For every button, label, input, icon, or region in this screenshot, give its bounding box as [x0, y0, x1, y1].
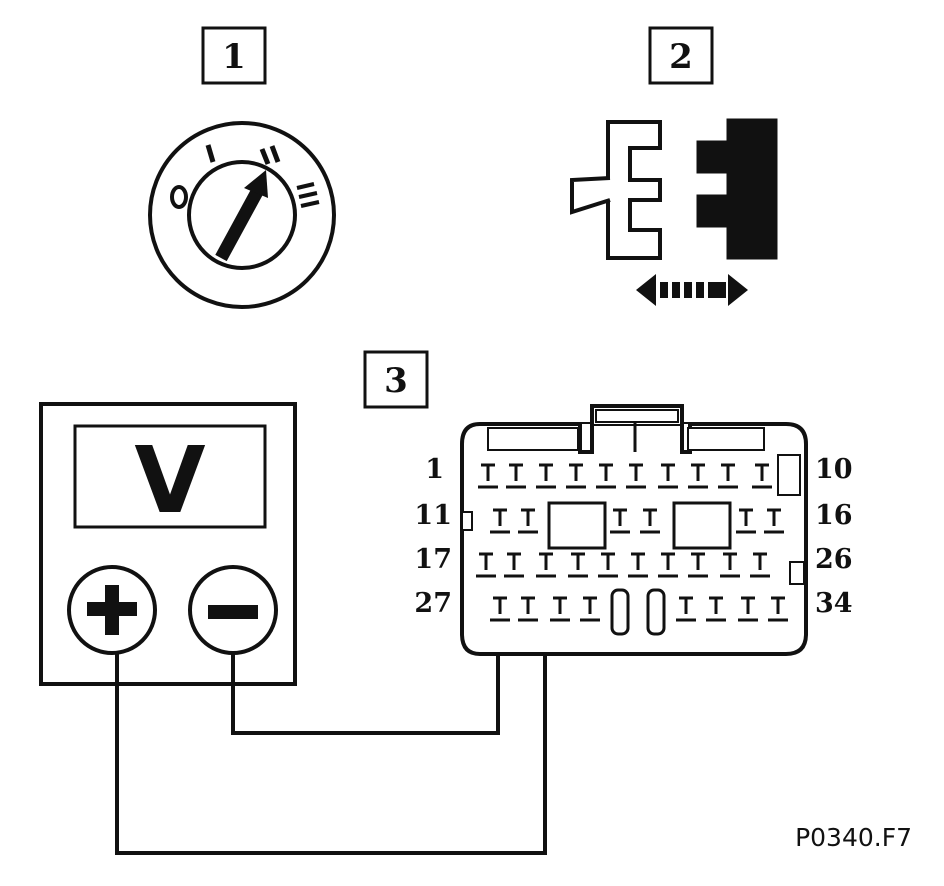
voltmeter-unit-label: V: [134, 427, 205, 534]
positive-terminal: [67, 565, 157, 655]
probe-wires: [115, 553, 547, 855]
positive-wire: [115, 553, 547, 855]
pin-label-11: 11: [414, 500, 452, 531]
ecu-connector: [460, 404, 808, 656]
terminal-pin: [596, 463, 616, 489]
terminal-pin: [506, 463, 526, 489]
key-pointer: [215, 186, 264, 262]
terminal-pin: [504, 552, 524, 578]
step-2-label: 2: [648, 26, 714, 85]
terminal-pin: [720, 552, 740, 578]
step-2-number: 2: [669, 37, 693, 77]
pin-label-34: 34: [815, 588, 853, 619]
pin-label-17: 17: [414, 544, 452, 575]
negative-terminal: [188, 565, 278, 655]
step-1-label: 1: [201, 26, 267, 85]
figure-code: P0340.F7: [795, 823, 912, 852]
terminal-pin: [610, 508, 630, 534]
terminal-pin: [490, 596, 510, 622]
terminal-pin: [518, 508, 538, 534]
terminal-pin: [738, 596, 758, 622]
terminal-pin: [688, 463, 708, 489]
pin-label-1: 1: [425, 454, 444, 485]
voltmeter-display: [73, 424, 267, 529]
double-arrow-icon: [636, 274, 748, 306]
terminal-pin: [676, 596, 696, 622]
terminal-pin: [736, 508, 756, 534]
terminal-pin: [640, 508, 660, 534]
terminal-pin: [626, 463, 646, 489]
terminal-pin: [536, 463, 556, 489]
terminal-pin: [476, 552, 496, 578]
negative-wire: [231, 590, 500, 735]
terminal-pin: [768, 596, 788, 622]
terminal-pin: [478, 463, 498, 489]
terminal-pin: [518, 596, 538, 622]
terminal-pin: [658, 463, 678, 489]
terminal-pin: [764, 508, 784, 534]
terminal-pin: [688, 552, 708, 578]
ignition-switch-icon: [148, 121, 336, 309]
pin-label-26: 26: [815, 544, 853, 575]
pin-label-27: 27: [414, 588, 452, 619]
position-1-mark: [205, 144, 216, 163]
terminal-pin: [718, 463, 738, 489]
connector-disconnect-icon: [570, 118, 778, 306]
terminal-pin: [598, 552, 618, 578]
terminal-pin: [550, 596, 570, 622]
connector-terminals: [476, 463, 788, 622]
terminal-pin: [580, 596, 600, 622]
position-2-mark: [259, 145, 281, 165]
connector-pin-labels: 1 10 11 16 17 26 27 34: [414, 454, 852, 619]
position-0-mark: [170, 185, 188, 209]
voltmeter: V: [39, 402, 297, 686]
position-3-mark: [296, 182, 320, 208]
pin-label-10: 10: [815, 454, 853, 485]
step-3-label: 3: [363, 350, 429, 409]
terminal-pin: [566, 463, 586, 489]
terminal-pin: [490, 508, 510, 534]
terminal-pin: [628, 552, 648, 578]
terminal-pin: [536, 552, 556, 578]
terminal-pin: [568, 552, 588, 578]
pin-label-16: 16: [815, 500, 853, 531]
step-3-number: 3: [384, 361, 408, 401]
terminal-pin: [750, 552, 770, 578]
terminal-pin: [752, 463, 772, 489]
terminal-pin: [658, 552, 678, 578]
terminal-pin: [706, 596, 726, 622]
step-1-number: 1: [222, 37, 246, 77]
